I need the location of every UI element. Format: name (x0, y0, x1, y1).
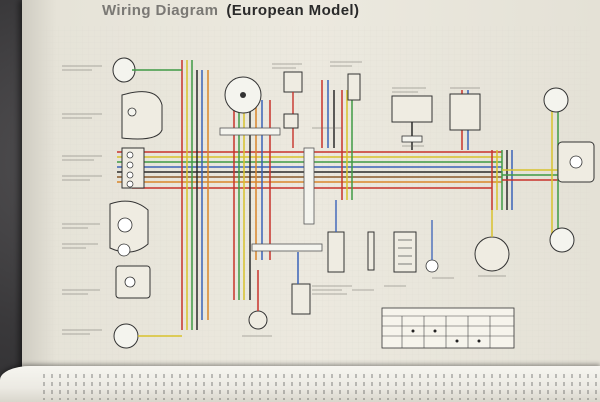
starter-lockout-switch (283, 113, 299, 129)
center-trunk (233, 90, 271, 300)
fuse (401, 135, 423, 143)
indicator-lights (121, 147, 145, 189)
tachometer (224, 76, 262, 114)
ignition-switch-connections-table (381, 307, 515, 349)
rear-brake-switch (327, 200, 345, 273)
diagram-title-prefix: Wiring Diagram (102, 2, 219, 19)
front-left-turn-signal (115, 265, 151, 299)
horn (248, 270, 268, 330)
speedometer (121, 91, 163, 140)
right-harness (491, 90, 582, 240)
left-trunk (181, 60, 209, 330)
neutral-switch (425, 220, 439, 273)
rear-left-turn-signal (549, 227, 575, 253)
wiring-diagram (32, 26, 595, 366)
connector-block (251, 243, 323, 252)
rear-right-turn-signal (543, 87, 569, 113)
brake-light-switch (347, 73, 361, 101)
next-page-text (40, 374, 600, 400)
regulator (449, 93, 481, 131)
next-page-curl (0, 366, 600, 402)
diagram-title-text: (European Model) (226, 2, 360, 19)
component-caption-marks (62, 61, 506, 337)
alternator (474, 210, 510, 272)
city-light (117, 243, 131, 257)
rear-left-lamp (113, 323, 182, 349)
ignition-coil (393, 231, 417, 273)
tail-brake-light (557, 141, 595, 183)
turn-signal-relay (291, 252, 311, 315)
connector-block (219, 127, 281, 136)
front-right-turn-signal (112, 57, 182, 83)
connector-block (303, 147, 315, 225)
spark-plug (367, 231, 375, 271)
headlight (109, 200, 149, 253)
diagram-title: Wiring Diagram (European Model) (102, 2, 359, 19)
battery (391, 95, 433, 150)
